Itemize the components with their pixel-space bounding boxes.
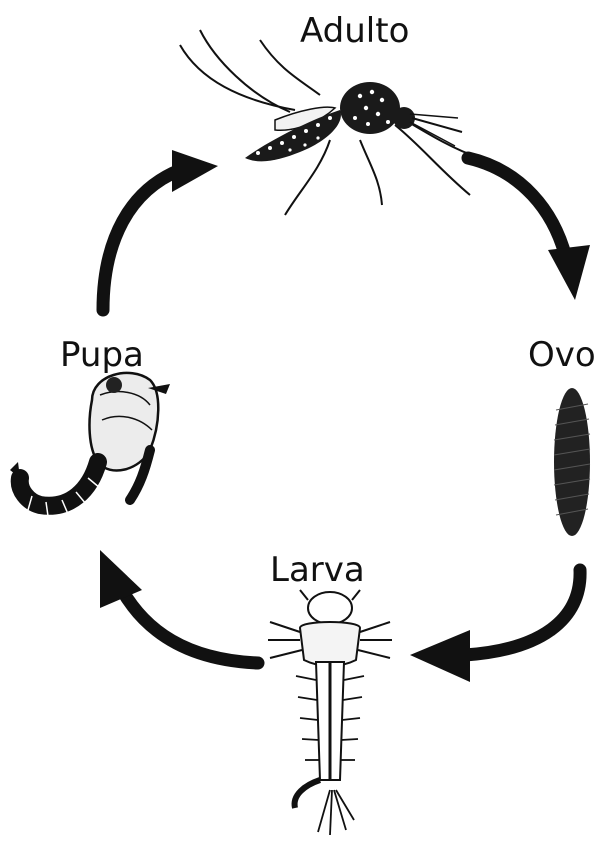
- arrow-pupa-to-adult: [103, 150, 218, 310]
- larva-illustration: [268, 590, 392, 835]
- stage-label-adult: Adulto: [300, 14, 409, 48]
- stage-label-pupa: Pupa: [60, 338, 144, 372]
- stage-label-egg: Ovo: [528, 338, 596, 372]
- arrow-egg-to-larva: [410, 570, 580, 682]
- arrow-adult-to-egg: [468, 158, 590, 300]
- stage-label-larva: Larva: [270, 553, 365, 587]
- egg-illustration: [554, 388, 590, 536]
- adult-mosquito-illustration: [180, 30, 480, 215]
- arrow-larva-to-pupa: [100, 550, 258, 663]
- pupa-illustration: [10, 373, 170, 516]
